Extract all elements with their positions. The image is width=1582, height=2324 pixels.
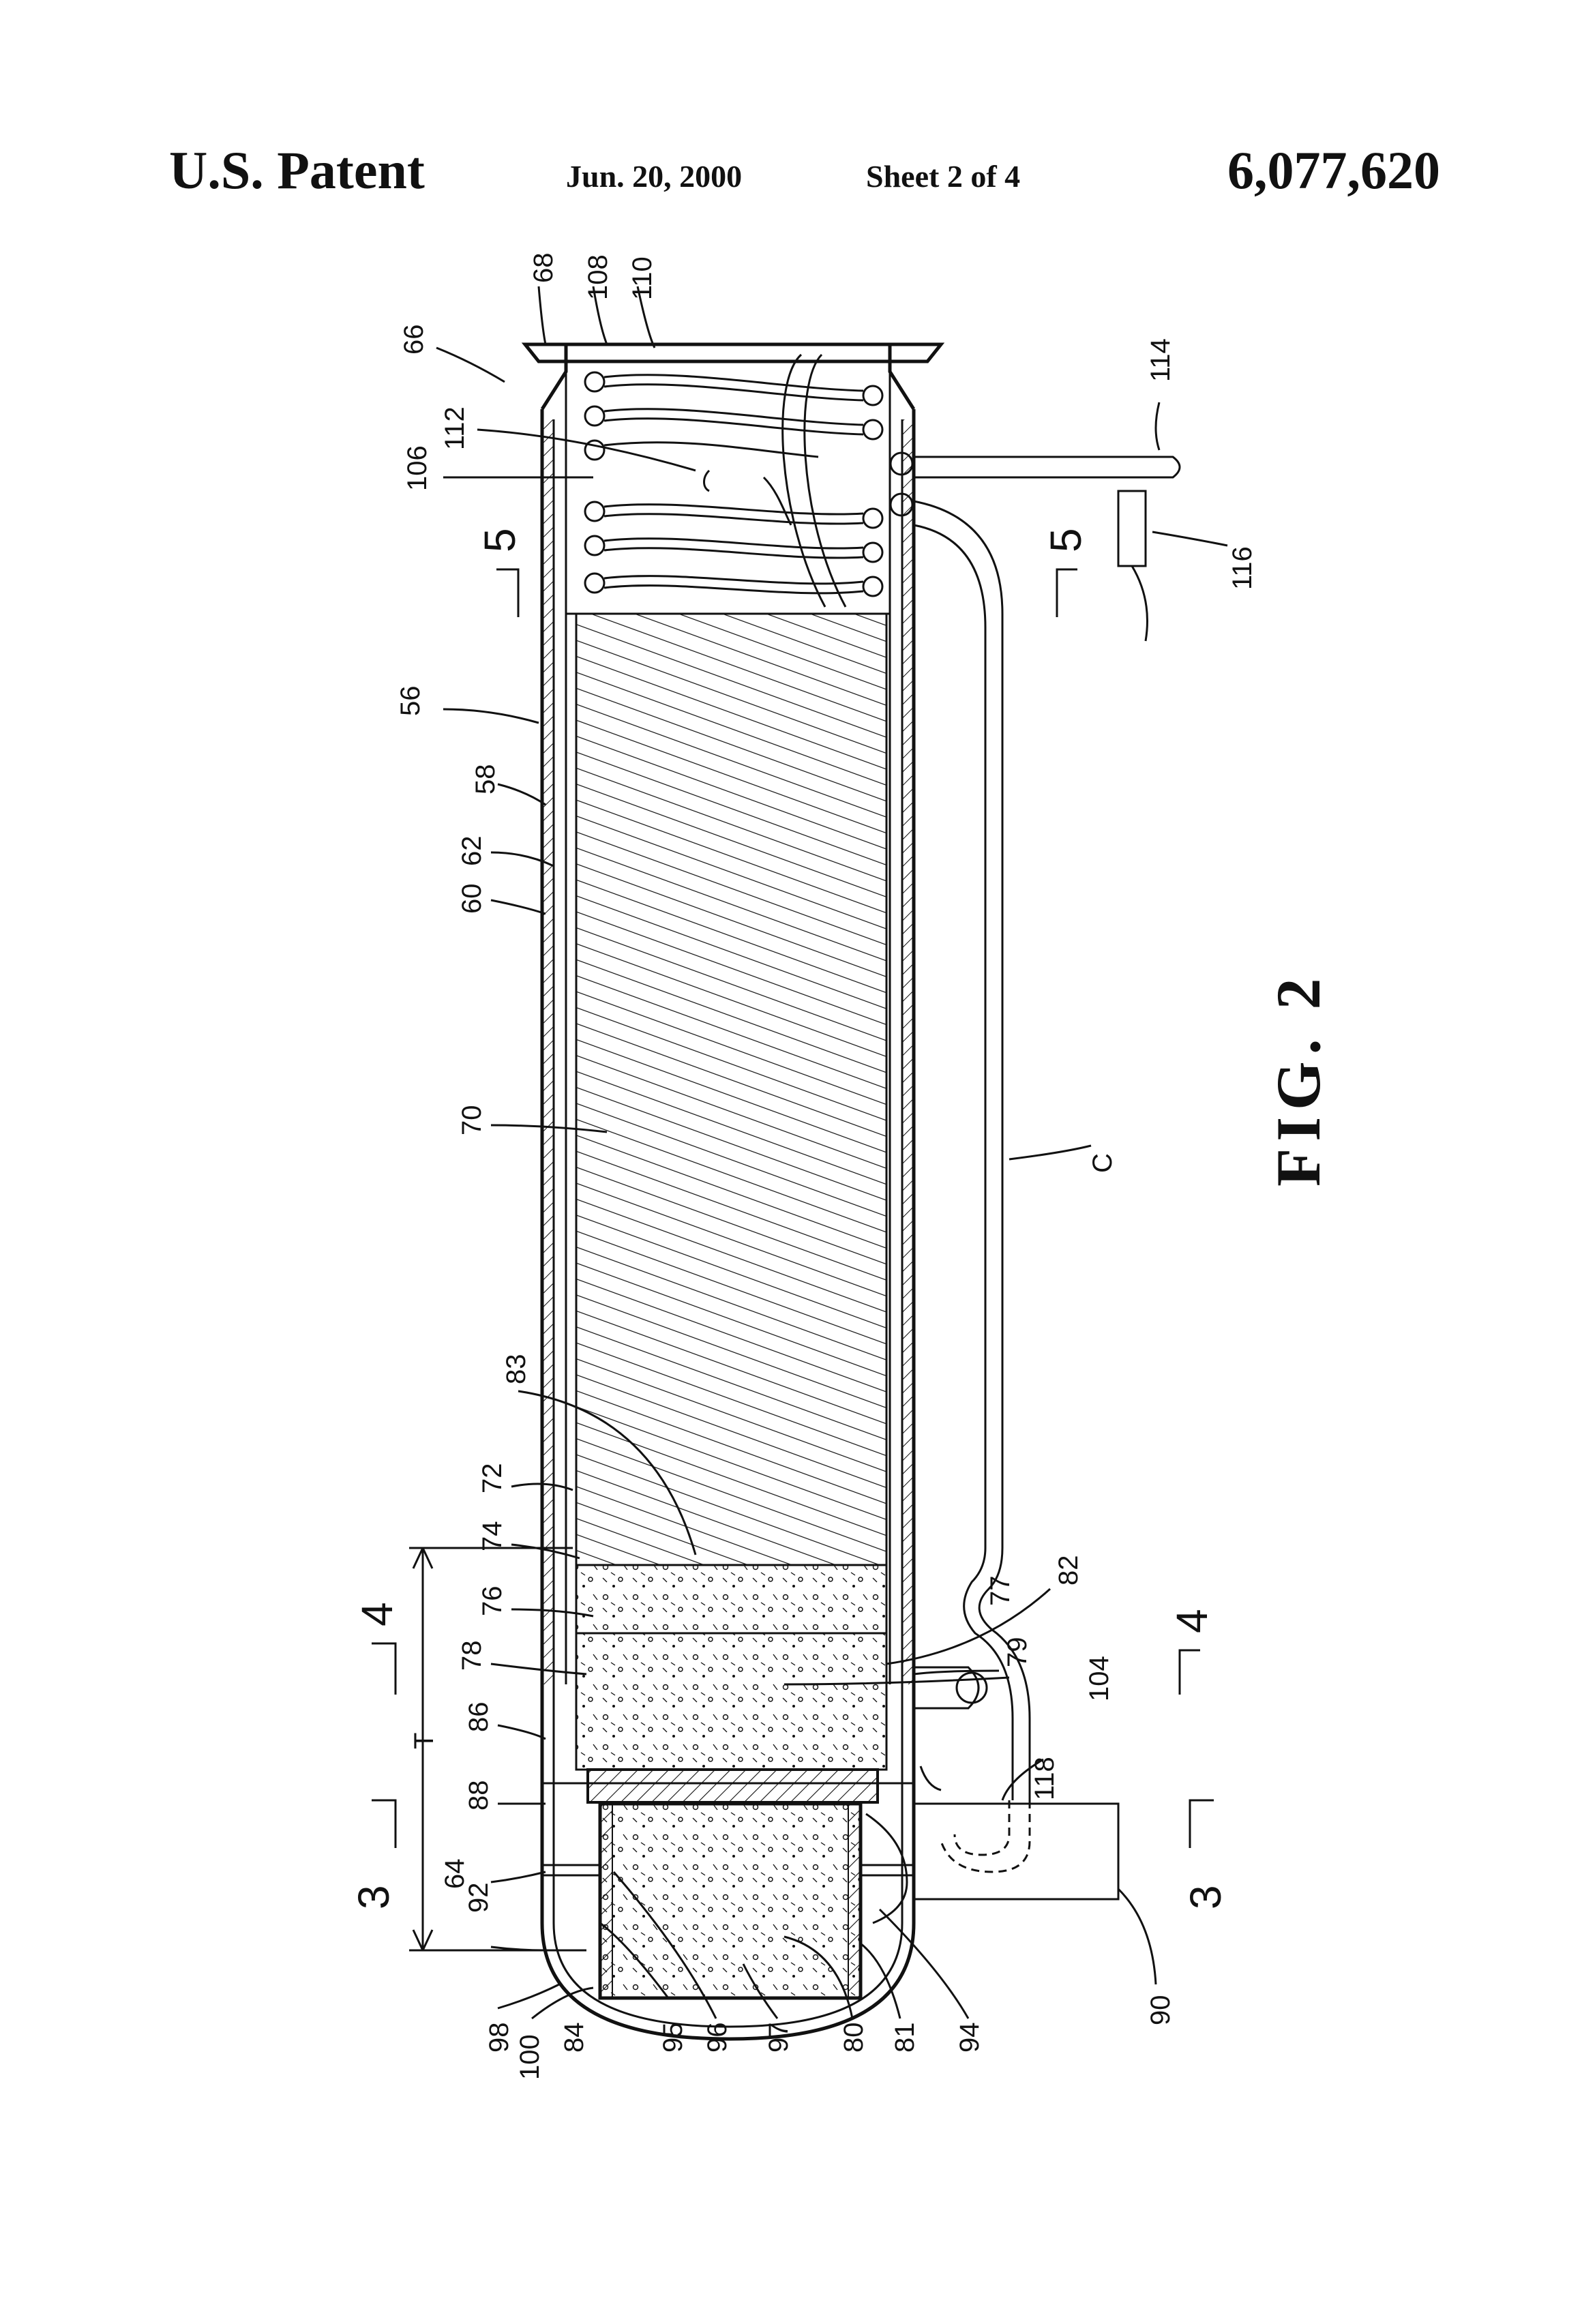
ref-95: 95	[658, 2023, 688, 2053]
ref-82: 82	[1054, 1555, 1084, 1586]
ref-92: 92	[464, 1883, 494, 1913]
ref-74: 74	[477, 1521, 507, 1552]
canister-wall-81	[848, 1804, 861, 1998]
ref-100: 100	[515, 2034, 545, 2080]
ref-78: 78	[457, 1641, 487, 1671]
section-5-left: 5	[475, 528, 524, 552]
section-4-left: 4	[353, 1602, 402, 1626]
figure-label: FIG. 2	[1264, 971, 1333, 1187]
media-layer-74	[576, 1565, 886, 1633]
heat-exchange-coil	[585, 355, 912, 607]
ref-77: 77	[985, 1576, 1015, 1607]
ref-98: 98	[484, 2023, 514, 2053]
canister-wall-96	[600, 1804, 612, 1998]
outlet-90	[866, 1800, 1118, 1923]
ref-96: 96	[702, 2023, 732, 2053]
plate-78	[588, 1770, 878, 1802]
section-3-right: 3	[1181, 1885, 1230, 1909]
section-3-left: 3	[349, 1885, 398, 1909]
ref-80: 80	[839, 2023, 869, 2053]
ref-90: 90	[1146, 1995, 1176, 2026]
ref-116: 116	[1227, 546, 1257, 590]
ref-110: 110	[627, 256, 657, 300]
ref-81: 81	[890, 2023, 920, 2053]
ref-94: 94	[955, 2023, 985, 2053]
top-flange	[525, 344, 941, 614]
ref-97: 97	[764, 2023, 794, 2053]
ref-108: 108	[583, 254, 613, 300]
ref-62: 62	[457, 836, 487, 867]
ref-c: C	[1088, 1153, 1118, 1173]
ref-104: 104	[1084, 1656, 1114, 1701]
ref-66: 66	[399, 325, 429, 355]
ref-t: T	[409, 1733, 439, 1749]
media-layer-76	[576, 1633, 886, 1770]
filter-element-70	[576, 614, 886, 1565]
ref-106: 106	[402, 445, 432, 491]
ref-60: 60	[457, 884, 487, 914]
ref-86: 86	[464, 1702, 494, 1733]
ref-72: 72	[477, 1463, 507, 1494]
ref-70: 70	[457, 1105, 487, 1136]
ref-58: 58	[471, 764, 501, 795]
ref-79: 79	[1002, 1637, 1032, 1668]
ref-112: 112	[440, 406, 470, 450]
ref-88: 88	[464, 1781, 494, 1811]
ref-76: 76	[477, 1586, 507, 1617]
section-5-right: 5	[1041, 528, 1090, 552]
ref-114: 114	[1146, 338, 1176, 382]
ref-84: 84	[559, 2023, 589, 2053]
section-4-right: 4	[1167, 1609, 1217, 1633]
ref-83: 83	[501, 1354, 531, 1385]
ref-118: 118	[1030, 1757, 1060, 1800]
ref-56: 56	[395, 686, 426, 717]
ref-68: 68	[528, 253, 558, 284]
